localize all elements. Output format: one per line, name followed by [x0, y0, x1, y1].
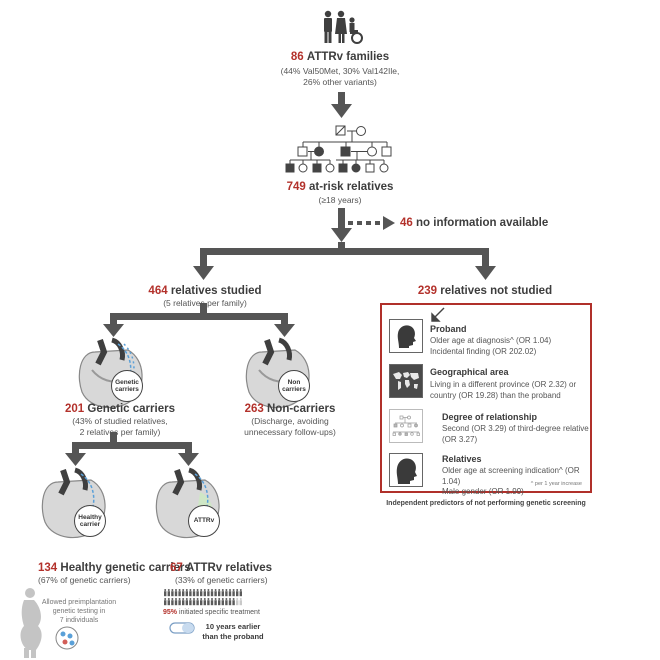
pgt-note-2: genetic testing in: [52, 608, 106, 615]
healthy-carriers-count: 134: [38, 562, 58, 574]
predictors-footnote: ^ per 1 year increase: [530, 481, 582, 487]
studied-count: 464: [148, 285, 168, 297]
non-carriers-label: Non-carriers: [267, 403, 336, 415]
predictor-title-relatives: Relatives: [442, 454, 482, 464]
at-risk-label: at-risk relatives: [309, 181, 394, 193]
genetic-carriers-detail-1: (43% of studied relatives,: [72, 416, 168, 426]
families-detail-2: 26% other variants): [303, 77, 377, 87]
attrv-heading: 67 ATTRv relatives: [170, 561, 330, 575]
genetic-carriers-count: 201: [65, 403, 85, 415]
badge-line-2: carriers: [115, 386, 139, 393]
people-grid-icon: [164, 589, 242, 606]
predictor-text-proband: Older age at diagnosis^ (OR 1.04) Incide…: [430, 336, 590, 357]
family-tree-icon: [389, 409, 423, 443]
not-studied-count: 239: [417, 285, 438, 297]
world-map-icon: [389, 364, 423, 398]
badge-line-2: carrier: [79, 521, 101, 528]
at-risk-detail: (≥18 years): [318, 195, 362, 205]
at-risk-heading: 749 at-risk relatives: [240, 180, 440, 194]
non-carriers-count: 263: [244, 403, 264, 415]
no-info-text: 46 no information available: [400, 216, 600, 230]
arrow-split-carriers: [65, 432, 199, 466]
arrow-families-to-pedigree: [331, 92, 352, 118]
predictor-title-degree: Degree of relationship: [442, 412, 538, 422]
predictor-line: Living in a different province (OR 2.32)…: [430, 380, 577, 389]
pointer-arrow-icon: [431, 307, 445, 322]
earlier-line-2: than the proband: [202, 631, 264, 641]
non-carriers-detail-2: unnecessary follow-ups): [244, 427, 336, 437]
genetic-carriers-detail-2: 2 relatives per family): [79, 427, 161, 437]
healthy-carriers-heading: 134 Healthy genetic carriers: [38, 561, 198, 575]
pgt-note-3: 7 individuals: [59, 617, 99, 624]
earlier-line-1: 10 years earlier: [205, 622, 261, 631]
predictor-line: Older age at screening indication^ (OR 1…: [442, 466, 580, 486]
pill-icon: [169, 622, 195, 634]
no-info-label: no information available: [416, 217, 549, 229]
arrow-split-main: [193, 242, 496, 280]
genetic-carriers-label: Genetic carriers: [87, 403, 175, 415]
studied-detail: (5 relatives per family): [163, 298, 247, 308]
predictor-title-proband: Proband: [430, 324, 467, 334]
studied-heading: 464 relatives studied: [110, 284, 300, 298]
studied-label: relatives studied: [170, 285, 262, 297]
pedigree-icon: [285, 125, 392, 173]
family-icon: [324, 10, 363, 44]
healthy-carriers-label: Healthy genetic carriers: [60, 562, 191, 574]
earlier-text: 10 years earlier than the proband: [198, 622, 268, 641]
non-carriers-detail-1: (Discharge, avoiding: [251, 416, 329, 426]
predictors-caption: Independent predictors of not performing…: [386, 500, 586, 507]
genetic-carriers-detail: (43% of studied relatives, 2 relatives p…: [35, 416, 205, 438]
predictor-text-geography: Living in a different province (OR 2.32)…: [430, 380, 590, 401]
treatment-label: initiated specific treatment: [178, 609, 260, 616]
arrow-at-risk-down: [331, 208, 352, 242]
head-profile-icon: [389, 319, 423, 353]
families-heading: 86 ATTRv families: [230, 50, 450, 64]
families-label: ATTRv families: [306, 51, 390, 63]
treatment-pct: 95%: [163, 609, 178, 616]
families-detail: (44% Val50Met, 30% Val142Ile, 26% other …: [230, 66, 450, 88]
predictor-line: country (OR 19.28) than the proband: [430, 390, 561, 400]
not-studied-label: relatives not studied: [440, 285, 553, 297]
badge-line-1: Non: [287, 378, 301, 386]
non-carriers-heading: 263 Non-carriers: [225, 402, 355, 416]
at-risk-count: 749: [286, 181, 306, 193]
predictor-line: Second (OR 3.29) of third-degree relativ…: [442, 424, 589, 433]
treatment-text: 95% initiated specific treatment: [163, 609, 283, 616]
predictor-line: Incidental finding (OR 202.02): [430, 346, 537, 356]
no-info-count: 46: [400, 217, 413, 229]
arrow-no-info: [348, 216, 395, 230]
pgt-note-1: Allowed preimplantation: [41, 599, 117, 606]
embryo-icon: [55, 626, 79, 650]
attrv-label: ATTRv relatives: [186, 562, 273, 574]
genetic-carriers-heading: 201 Genetic carriers: [35, 402, 205, 416]
families-detail-1: (44% Val50Met, 30% Val142Ile,: [280, 66, 400, 76]
pgt-note: Allowed preimplantation genetic testing …: [40, 598, 118, 625]
badge-line-2: carriers: [282, 386, 306, 393]
predictor-line: Male gender (OR 1.99): [442, 487, 524, 496]
predictor-text-degree: Second (OR 3.29) of third-degree relativ…: [442, 424, 592, 445]
non-carriers-detail: (Discharge, avoiding unnecessary follow-…: [225, 416, 355, 438]
predictor-line: (OR 3.27): [442, 434, 478, 444]
predictor-line: Older age at diagnosis^ (OR 1.04): [430, 336, 552, 345]
families-count: 86: [290, 51, 304, 63]
predictor-text-relatives: Older age at screening indication^ (OR 1…: [442, 466, 592, 498]
badge-line-1: Healthy: [78, 513, 102, 521]
attrv-badge: ATTRv: [188, 505, 220, 537]
pregnant-woman-icon: [20, 588, 42, 658]
predictor-title-geography: Geographical area: [430, 367, 509, 377]
not-studied-heading: 239 relatives not studied: [390, 284, 580, 298]
attrv-detail: (33% of genetic carriers): [175, 575, 268, 585]
predictors-box: Proband Older age at diagnosis^ (OR 1.04…: [380, 303, 592, 496]
badge-line-1: Genetic: [115, 378, 139, 386]
attrv-count: 67: [170, 562, 183, 574]
arrow-split-studied: [103, 303, 295, 337]
healthy-carriers-detail: (67% of genetic carriers): [38, 575, 131, 585]
head-silhouette-icon: [389, 453, 423, 487]
